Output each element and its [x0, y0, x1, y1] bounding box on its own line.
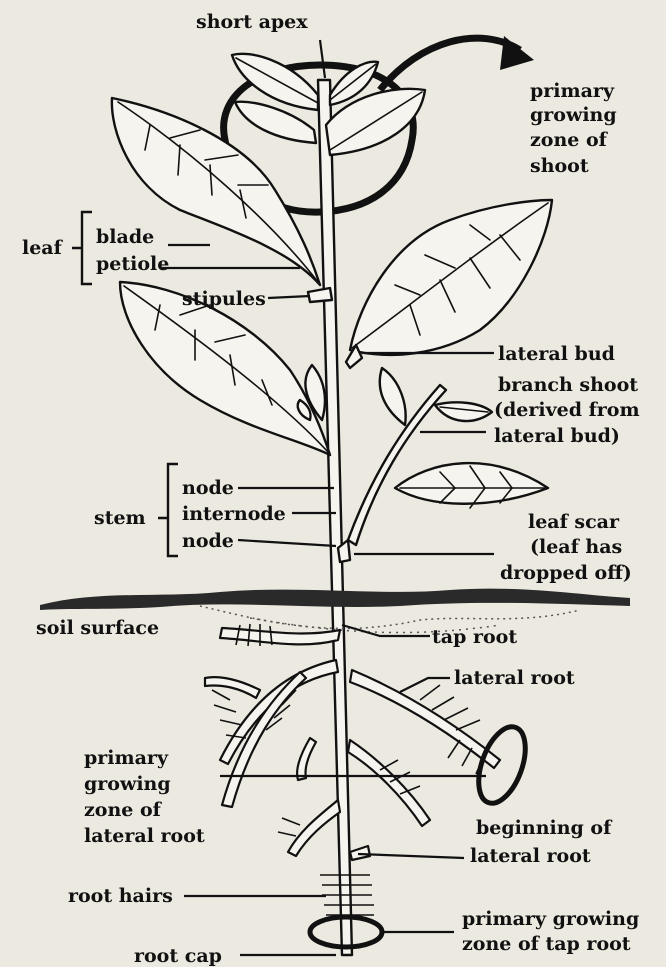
label-leaf-scar-3: dropped off) — [500, 562, 632, 584]
label-root-cap: root cap — [134, 945, 222, 967]
label-shoot-zone-3: zone of — [530, 129, 609, 151]
label-stipules: stipules — [182, 288, 266, 310]
label-node-upper: node — [182, 477, 234, 499]
arrow-head-icon — [500, 36, 534, 70]
upper-right-leaf — [350, 200, 552, 355]
leaf-bracket — [72, 212, 92, 284]
label-shoot-zone-1: primary — [530, 80, 615, 102]
label-leaf-scar-2: (leaf has — [530, 536, 622, 558]
label-shoot-zone-4: shoot — [530, 155, 589, 177]
label-petiole: petiole — [96, 253, 169, 275]
label-tap-zone-2: zone of tap root — [462, 933, 631, 955]
label-shoot-zone-2: growing — [530, 104, 617, 126]
label-lateral-zone-4: lateral root — [84, 825, 205, 847]
label-tap-zone-1: primary growing — [462, 908, 639, 930]
lateral-root-growing-zone-ring — [470, 721, 535, 810]
label-stem: stem — [94, 507, 146, 529]
label-lateral-zone-2: growing — [84, 773, 171, 795]
label-blade: blade — [96, 226, 154, 248]
label-branch-shoot-1: branch shoot — [498, 374, 638, 396]
label-branch-shoot-3: lateral bud) — [494, 425, 620, 447]
label-lateral-bud: lateral bud — [498, 343, 615, 365]
stipules-shape — [308, 288, 332, 302]
label-leaf: leaf — [22, 237, 64, 259]
label-beginning-lateral-1: beginning of — [476, 817, 613, 839]
label-lateral-zone-1: primary — [84, 747, 169, 769]
stem-bracket — [158, 464, 178, 556]
label-internode: internode — [182, 503, 286, 525]
label-beginning-lateral-2: lateral root — [470, 845, 591, 867]
label-tap-root: tap root — [432, 626, 517, 648]
label-lateral-root: lateral root — [454, 667, 575, 689]
label-soil-surface: soil surface — [36, 617, 159, 639]
label-short-apex: short apex — [196, 11, 308, 33]
label-lateral-zone-3: zone of — [84, 799, 163, 821]
label-branch-shoot-2: (derived from — [494, 399, 640, 421]
label-node-lower: node — [182, 530, 234, 552]
label-leaf-scar-1: leaf scar — [528, 511, 620, 533]
label-root-hairs: root hairs — [68, 885, 173, 907]
